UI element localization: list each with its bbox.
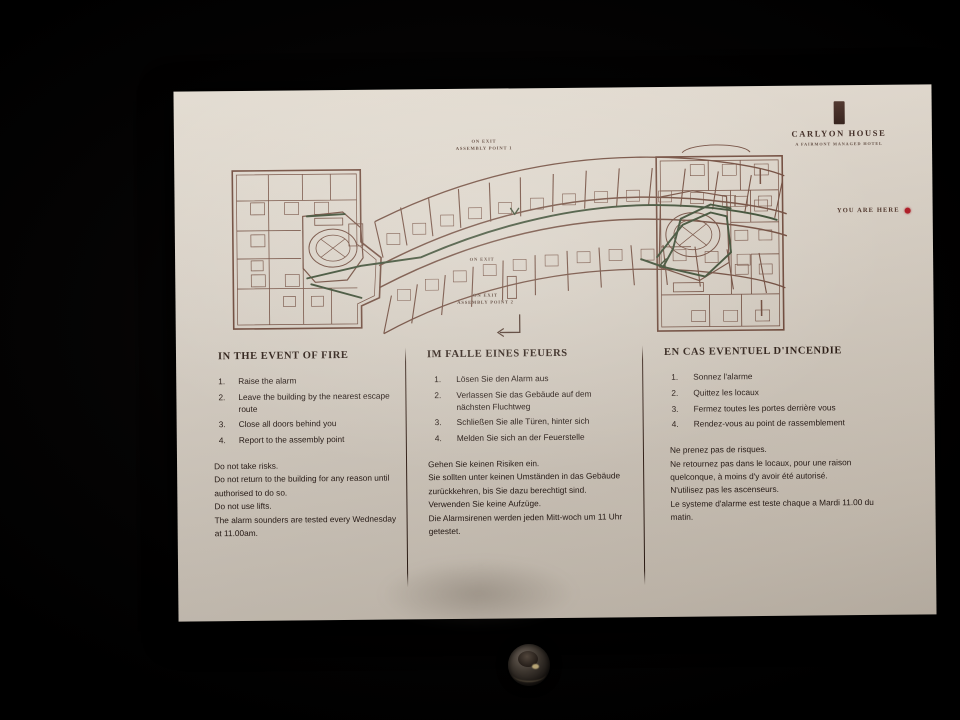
note-line: Die Alarmsirenen werden jeden Mitt-woch … xyxy=(428,511,623,537)
list-item: 1. Lösen Sie den Alarm aus xyxy=(426,372,626,386)
step-number: 2. xyxy=(671,387,679,398)
note-line: The alarm sounders are tested every Wedn… xyxy=(214,513,397,539)
heading-german: IM FALLE EINES FEUERS xyxy=(426,347,568,361)
you-are-here-label: YOU ARE HERE xyxy=(836,206,900,215)
hotel-logo: CARLYON HOUSE A FAIRMONT MANAGED HOTEL xyxy=(774,101,904,147)
wall-mount-knob xyxy=(508,644,550,686)
floor-plan-map xyxy=(210,134,792,355)
list-item: 3. Fermez toutes les portes derrière vous xyxy=(663,402,873,416)
exit-label-assembly-2: ON EXIT ASSEMBLY POINT 2 xyxy=(425,292,545,307)
list-item: 4. Melden Sie sich an der Feuerstelle xyxy=(427,431,627,445)
list-item: 2. Verlassen Sie das Gebäude auf dem näch… xyxy=(426,388,626,413)
step-number: 1. xyxy=(218,376,226,387)
step-text: Sonnez l'alarme xyxy=(693,371,753,382)
exit-label-middle: ON EXIT xyxy=(427,256,537,264)
instruction-column-german: IM FALLE EINES FEUERS 1. Lösen Sie den Al… xyxy=(426,347,628,538)
note-line: Le systeme d'alarme est teste chaque a M… xyxy=(670,496,874,523)
list-item: 4. Rendez-vous au point de rassemblement xyxy=(664,417,874,431)
step-number: 4. xyxy=(434,433,442,444)
steps-german: 1. Lösen Sie den Alarm aus 2. Verlassen Si… xyxy=(426,372,627,445)
step-number: 2. xyxy=(218,391,226,403)
list-item: 2. Leave the building by the nearest esca… xyxy=(212,390,397,415)
exit-mid-line1: ON EXIT xyxy=(469,256,495,262)
exit-label-assembly-1: ON EXIT ASSEMBLY POINT 1 xyxy=(424,138,544,153)
you-are-here-indicator: YOU ARE HERE xyxy=(836,206,911,215)
fire-evacuation-sign: CARLYON HOUSE A FAIRMONT MANAGED HOTEL Y… xyxy=(173,84,937,630)
logo-emblem-icon xyxy=(833,101,845,125)
step-number: 4. xyxy=(671,419,679,430)
step-text: Report to the assembly point xyxy=(238,434,345,446)
exit-bottom-line2: ASSEMBLY POINT 2 xyxy=(457,299,514,305)
list-item: 4. Report to the assembly point xyxy=(213,434,398,448)
list-item: 1. Sonnez l'alarme xyxy=(663,370,873,384)
step-number: 1. xyxy=(671,371,679,382)
note-line: Do not return to the building for any re… xyxy=(214,472,390,499)
step-text: Quittez les locaux xyxy=(693,386,759,398)
step-number: 2. xyxy=(434,389,442,400)
hotel-tagline: A FAIRMONT MANAGED HOTEL xyxy=(795,140,883,147)
heading-english: IN THE EVENT OF FIRE xyxy=(217,349,349,363)
step-text: Lösen Sie den Alarm aus xyxy=(456,373,549,384)
floor-plan-svg xyxy=(231,144,788,337)
instruction-columns: IN THE EVENT OF FIRE 1. Raise the alarm 2… xyxy=(176,344,936,601)
notes-german: Gehen Sie keinen Risiken ein. Sie sollte… xyxy=(428,456,628,539)
list-item: 3. Schließen Sie alle Türen, hinter sich xyxy=(427,416,627,430)
step-text: Rendez-vous au point de rassemblement xyxy=(693,417,846,430)
hotel-name: CARLYON HOUSE xyxy=(791,127,887,139)
notes-english: Do not take risks. Do not return to the … xyxy=(214,458,399,540)
instruction-column-english: IN THE EVENT OF FIRE 1. Raise the alarm 2… xyxy=(212,350,399,541)
knob-highlight xyxy=(512,666,546,682)
step-text: Verlassen Sie das Gebäude auf dem nächst… xyxy=(456,388,592,412)
step-number: 4. xyxy=(218,435,226,446)
location-dot-icon xyxy=(904,207,911,214)
note-line: Sie sollten unter keinen Umständen in da… xyxy=(428,470,621,497)
list-item: 3. Close all doors behind you xyxy=(213,418,398,432)
list-item: 1. Raise the alarm xyxy=(212,375,397,389)
instruction-column-french: EN CAS EVENTUEL D'INCENDIE 1. Sonnez l'al… xyxy=(663,345,875,525)
steps-french: 1. Sonnez l'alarme 2. Quittez les locaux 3… xyxy=(663,370,874,431)
note-line: Ne retournez pas dans le locaux, pour un… xyxy=(670,456,852,482)
step-text: Raise the alarm xyxy=(238,375,297,387)
exit-top-line2: ASSEMBLY POINT 1 xyxy=(455,145,513,151)
steps-english: 1. Raise the alarm 2. Leave the building b… xyxy=(212,375,398,448)
step-number: 1. xyxy=(434,374,442,385)
notes-french: Ne prenez pas de risques. Ne retournez p… xyxy=(670,442,875,525)
step-text: Fermez toutes les portes derrière vous xyxy=(693,401,836,414)
step-number: 3. xyxy=(671,403,679,414)
step-text: Melden Sie sich an der Feuerstelle xyxy=(456,431,585,444)
step-number: 3. xyxy=(218,419,226,430)
heading-french: EN CAS EVENTUEL D'INCENDIE xyxy=(663,345,843,358)
list-item: 2. Quittez les locaux xyxy=(663,386,873,400)
step-text: Close all doors behind you xyxy=(238,418,337,430)
step-text: Leave the building by the nearest escape… xyxy=(238,390,390,414)
step-text: Schließen Sie alle Türen, hinter sich xyxy=(456,416,590,428)
step-number: 3. xyxy=(434,417,442,428)
